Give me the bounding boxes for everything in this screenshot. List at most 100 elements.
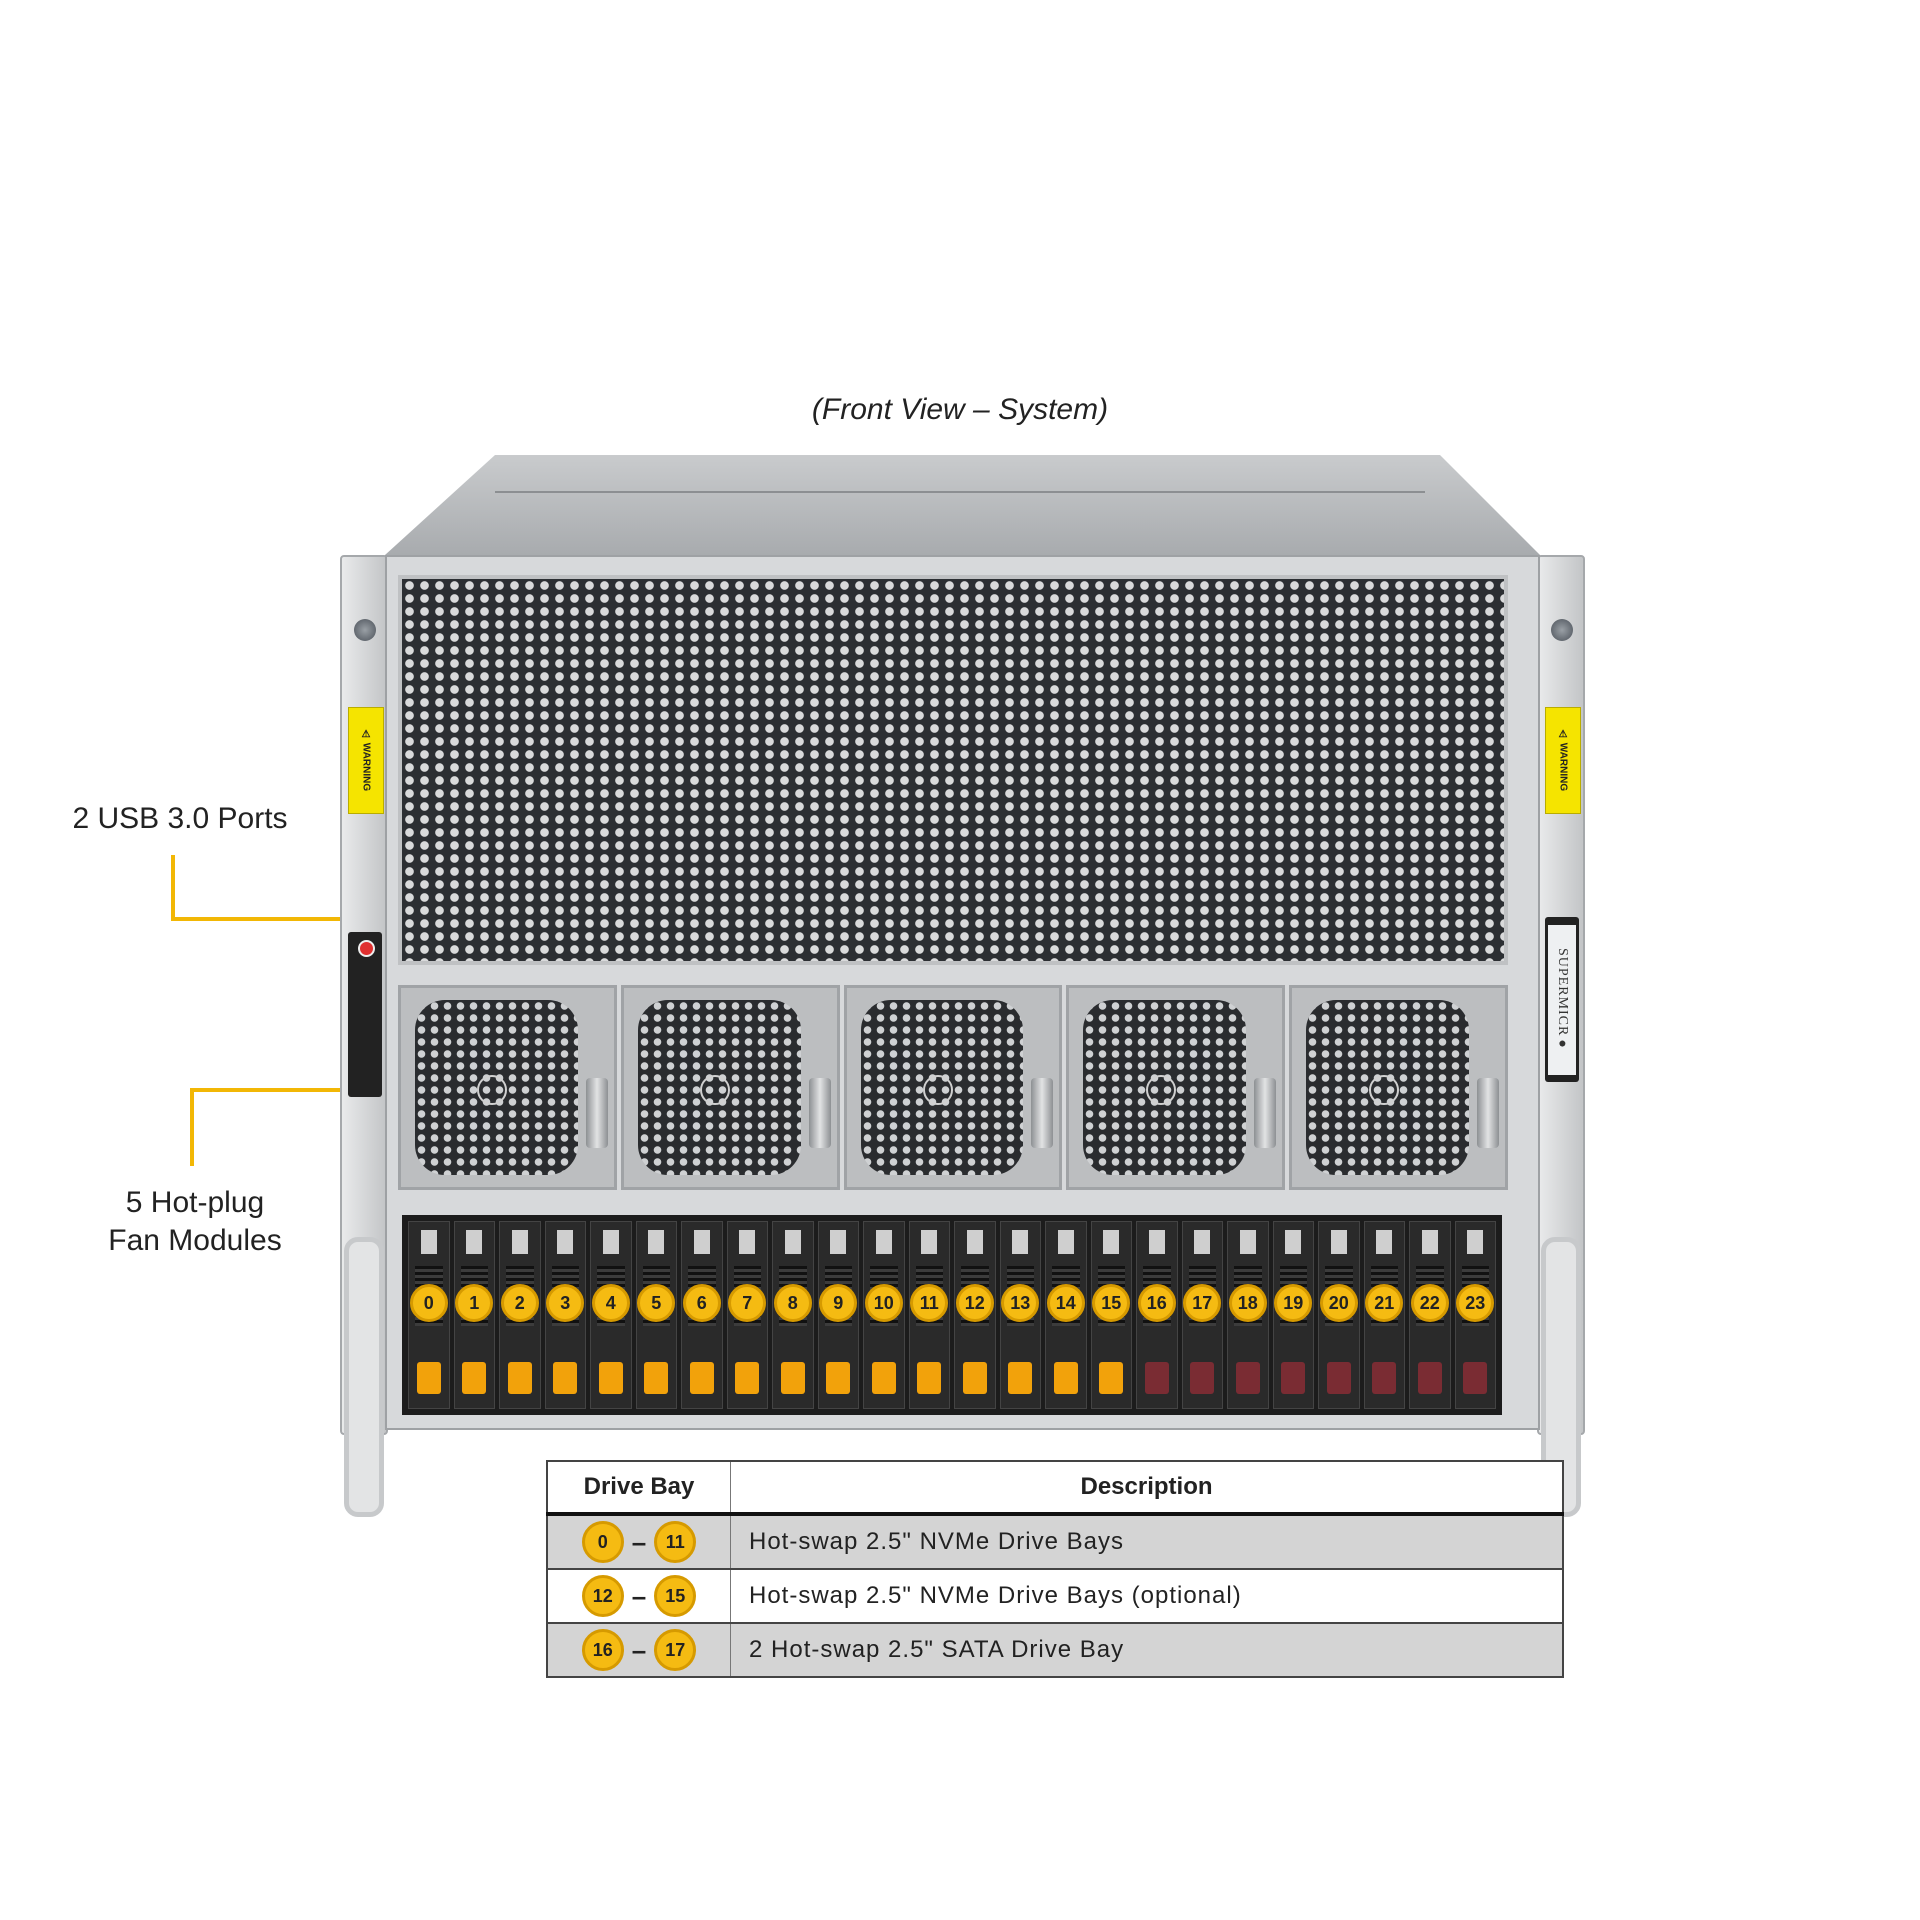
drive-bay[interactable]: 6 [681,1221,723,1409]
drive-label [921,1230,938,1254]
drive-bay[interactable]: 11 [908,1221,950,1409]
drive-release-latch[interactable] [962,1362,987,1394]
drive-release-latch[interactable] [507,1362,532,1394]
bay-number-badge: 23 [1456,1284,1495,1322]
fan-pull-handle[interactable] [585,1078,608,1148]
drive-label [1421,1230,1438,1254]
drive-bay[interactable]: 8 [772,1221,814,1409]
drive-release-latch[interactable] [553,1362,578,1394]
bay-number-badge: 3 [546,1284,585,1322]
range-dash: – [631,1526,647,1557]
callout-usb-line-vertical [171,855,175,921]
fan-icon [477,1074,508,1105]
callout-fan-line-vertical [190,1088,194,1166]
drive-release-latch[interactable] [1463,1362,1488,1394]
drive-bay[interactable]: 9 [817,1221,859,1409]
bay-number-badge: 2 [500,1284,539,1322]
table-row: 0 – 11 Hot-swap 2.5" NVMe Drive Bays [546,1514,1564,1570]
fan-icon [700,1074,731,1105]
drive-bay[interactable]: 0 [408,1221,450,1409]
left-rack-ear: ⚠ WARNING [340,555,388,1517]
bay-number-badge: 21 [1365,1284,1404,1322]
left-handle[interactable] [344,1237,384,1517]
drive-bay[interactable]: 7 [726,1221,768,1409]
supermicro-logo: SUPERMICR● [1548,925,1576,1075]
drive-release-latch[interactable] [1008,1362,1033,1394]
bay-number-badge: 17 [1183,1284,1222,1322]
drive-release-latch[interactable] [735,1362,760,1394]
drive-release-latch[interactable] [917,1362,942,1394]
drive-release-latch[interactable] [1099,1362,1124,1394]
drive-bay[interactable]: 18 [1227,1221,1269,1409]
drive-label [830,1230,847,1254]
callout-fan-label: 5 Hot-plug Fan Modules [80,1184,310,1260]
drive-bay[interactable]: 4 [590,1221,632,1409]
drive-release-latch[interactable] [1190,1362,1215,1394]
fan-pull-handle[interactable] [1031,1078,1054,1148]
drive-release-latch[interactable] [416,1362,441,1394]
bay-number-badge: 4 [591,1284,630,1322]
bay-badge-to: 11 [654,1521,697,1563]
drive-release-latch[interactable] [871,1362,896,1394]
drive-release-latch[interactable] [462,1362,487,1394]
drive-release-latch[interactable] [826,1362,851,1394]
drive-label [739,1230,756,1254]
drive-bay[interactable]: 17 [1181,1221,1223,1409]
callout-fan-label-line2: Fan Modules [108,1224,282,1257]
drive-release-latch[interactable] [1144,1362,1169,1394]
bay-description: Hot-swap 2.5" NVMe Drive Bays (optional) [730,1569,1564,1624]
drive-label [1467,1230,1484,1254]
drive-label [875,1230,892,1254]
drive-label [1285,1230,1302,1254]
warning-label: ⚠ WARNING [1545,707,1581,814]
fan-icon [1368,1074,1399,1105]
drive-bay[interactable]: 13 [999,1221,1041,1409]
drive-bay[interactable]: 21 [1363,1221,1405,1409]
drive-release-latch[interactable] [1326,1362,1351,1394]
fan-module[interactable] [398,985,617,1190]
drive-bay[interactable]: 23 [1454,1221,1496,1409]
drive-bay[interactable]: 2 [499,1221,541,1409]
drive-bay[interactable]: 22 [1409,1221,1451,1409]
drive-bay[interactable]: 10 [863,1221,905,1409]
fan-pull-handle[interactable] [1476,1078,1499,1148]
drive-release-latch[interactable] [1417,1362,1442,1394]
fan-module[interactable] [1066,985,1286,1190]
drive-label [784,1230,801,1254]
drive-release-latch[interactable] [1235,1362,1260,1394]
drive-bay[interactable]: 15 [1090,1221,1132,1409]
drive-release-latch[interactable] [1053,1362,1078,1394]
fan-module[interactable] [843,985,1063,1190]
drive-release-latch[interactable] [780,1362,805,1394]
drive-release-latch[interactable] [1372,1362,1397,1394]
drive-label [648,1230,665,1254]
bay-description: 2 Hot-swap 2.5" SATA Drive Bay [730,1623,1564,1678]
drive-release-latch[interactable] [644,1362,669,1394]
fan-pull-handle[interactable] [808,1078,831,1148]
fan-module[interactable] [1289,985,1508,1190]
bay-number-badge: 5 [637,1284,676,1322]
drive-bay[interactable]: 12 [954,1221,996,1409]
range-dash: – [631,1634,647,1665]
fan-module[interactable] [620,985,840,1190]
fan-pull-handle[interactable] [1254,1078,1277,1148]
power-button-icon[interactable] [358,940,375,957]
drive-bay[interactable]: 3 [544,1221,586,1409]
drive-release-latch[interactable] [1281,1362,1306,1394]
bay-badge-from: 12 [581,1575,624,1617]
drive-bay[interactable]: 14 [1045,1221,1087,1409]
bay-number-badge: 18 [1228,1284,1267,1322]
drive-bay[interactable]: 16 [1136,1221,1178,1409]
range-dash: – [631,1580,647,1611]
bay-number-badge: 6 [682,1284,721,1322]
drive-bay[interactable]: 1 [453,1221,495,1409]
bay-number-badge: 8 [773,1284,812,1322]
drive-bay[interactable]: 20 [1318,1221,1360,1409]
usb-control-panel [348,932,382,1097]
drive-bay[interactable]: 19 [1272,1221,1314,1409]
drive-bay[interactable]: 5 [635,1221,677,1409]
fan-module-row [398,985,1508,1190]
bay-number-badge: 7 [728,1284,767,1322]
drive-release-latch[interactable] [598,1362,623,1394]
drive-release-latch[interactable] [689,1362,714,1394]
